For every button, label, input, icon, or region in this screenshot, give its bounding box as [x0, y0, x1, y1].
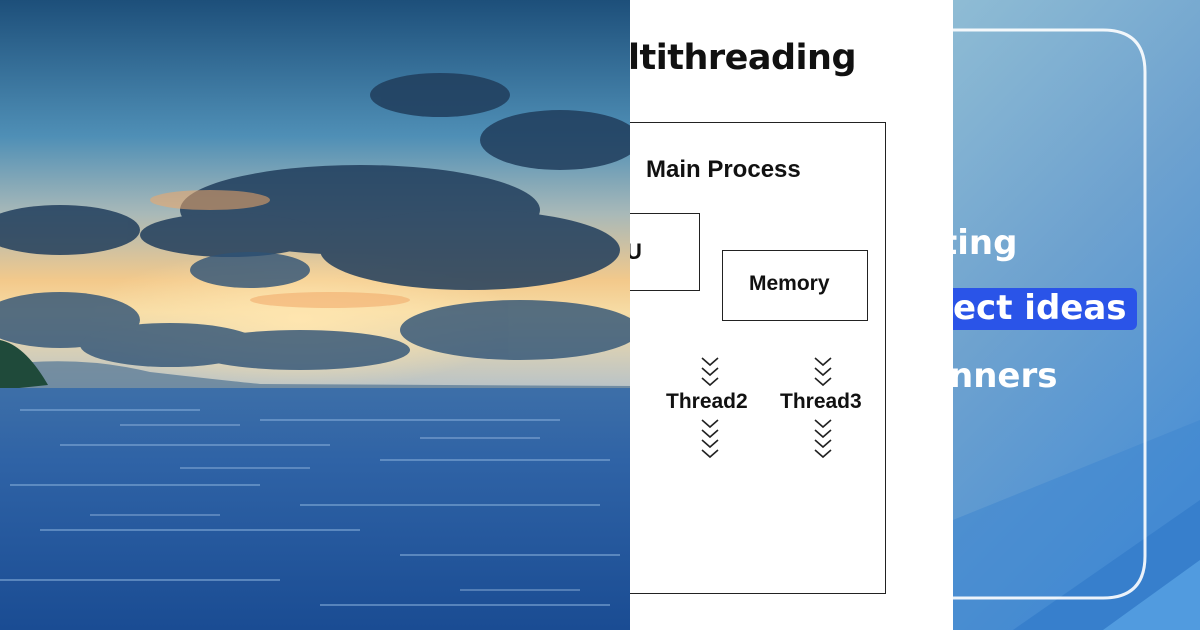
card-line-3: nners [953, 356, 1058, 396]
multithreading-diagram: ltithreading Main Process U Memory l Thr… [630, 0, 953, 630]
diagram-title: ltithreading [630, 38, 857, 78]
seascape-illustration [0, 0, 630, 630]
card-line-2-highlighted: ect ideas [953, 288, 1137, 330]
blue-card-panel: ting ect ideas nners [953, 0, 1200, 630]
chevron-arrows-icon [701, 357, 832, 459]
thread2-label: Thread2 [666, 390, 748, 413]
seascape-photo [0, 0, 630, 630]
card-line-1: ting [953, 223, 1018, 263]
cpu-box [630, 213, 700, 291]
memory-box [722, 250, 868, 321]
thread3-label: Thread3 [780, 390, 862, 413]
memory-label: Memory [749, 272, 830, 295]
cpu-label: U [630, 239, 642, 264]
main-process-box [630, 122, 886, 594]
main-process-label: Main Process [646, 156, 801, 183]
